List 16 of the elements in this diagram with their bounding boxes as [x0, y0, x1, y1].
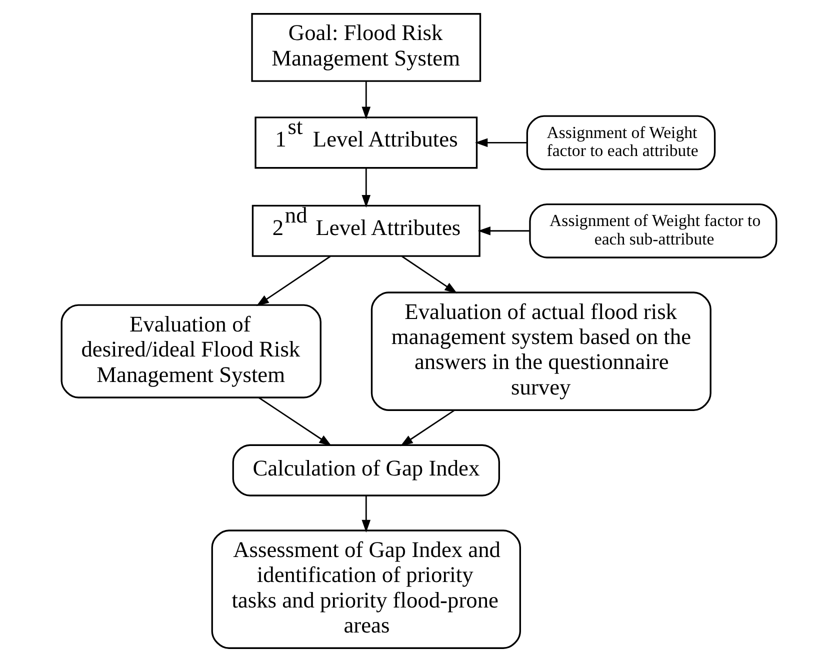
arrow — [256, 256, 330, 306]
node-box: Calculation of Gap Index — [232, 444, 500, 496]
node-box: Evaluation of desired/ideal Flood Risk Management System — [60, 304, 321, 398]
node-box: Assignment of Weight factor to each sub-attribute — [528, 203, 777, 258]
node-box: Evaluation of actual flood risk management system based on the answers in the questionnaire survey — [370, 292, 711, 411]
arrow — [361, 496, 370, 532]
node-box: Assessment of Gap Index and identification of priority tasks and priority flood-prone areas — [210, 530, 520, 649]
arrow — [400, 410, 455, 446]
node-box: Assignment of Weight factor to each attribute — [526, 115, 716, 170]
arrow — [401, 256, 457, 294]
arrow — [361, 168, 370, 208]
arrow — [361, 81, 370, 120]
arrow — [258, 397, 332, 446]
arrow — [474, 138, 527, 148]
node-box: Goal: Flood Risk Management System — [250, 13, 481, 82]
arrow — [477, 226, 529, 236]
